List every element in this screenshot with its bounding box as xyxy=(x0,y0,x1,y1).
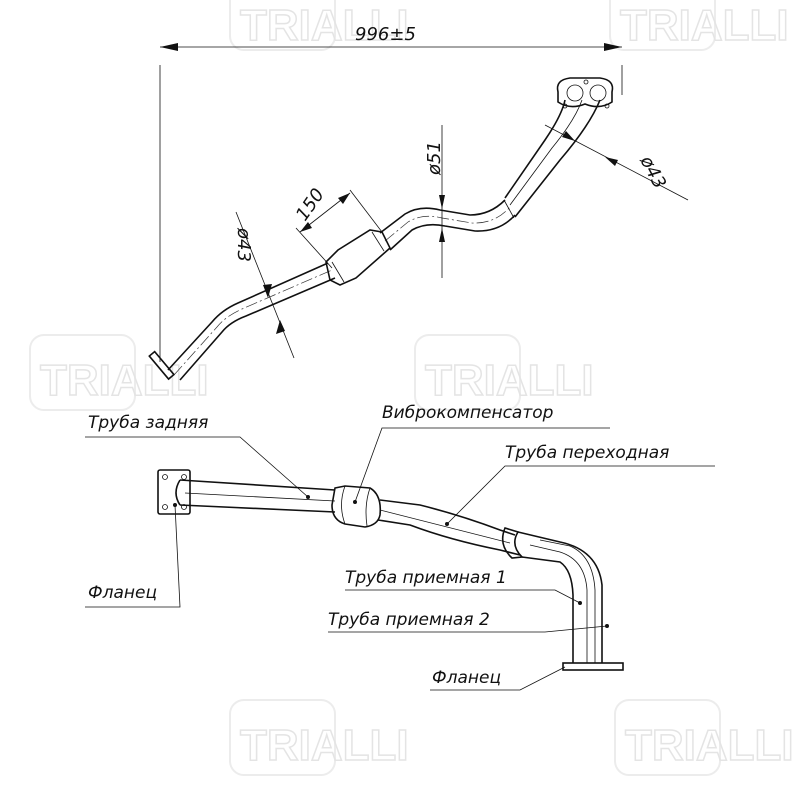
front-flange-top xyxy=(556,77,614,108)
watermark-logo: TRIALLI xyxy=(29,334,209,411)
label-intake-pipe-1: Труба приемная 1 xyxy=(345,568,507,588)
label-rear-flange: Фланец xyxy=(88,583,157,603)
rear-flange-top xyxy=(148,350,176,381)
mid-pipe-diameter-dimension: ø51 xyxy=(424,141,445,176)
label-transition-pipe: Труба переходная xyxy=(505,443,669,463)
svg-text:TRIALLI: TRIALLI xyxy=(425,356,594,405)
watermarks: TRIALLI TRIALLI TRIALLI TRIALLI TRIALLI … xyxy=(29,0,794,776)
watermark-logo: TRIALLI xyxy=(614,699,794,776)
svg-text:TRIALLI: TRIALLI xyxy=(620,1,789,50)
label-rear-pipe: Труба задняя xyxy=(88,413,208,433)
compensator xyxy=(331,485,382,528)
callouts: Труба задняя Виброкомпенсатор Труба пере… xyxy=(85,403,715,691)
svg-text:TRIALLI: TRIALLI xyxy=(240,721,409,770)
watermark-logo: TRIALLI xyxy=(229,0,409,51)
svg-text:TRIALLI: TRIALLI xyxy=(240,1,409,50)
rear-pipe-diameter-dimension: ø43 xyxy=(233,227,254,262)
watermark-logo: TRIALLI xyxy=(414,334,594,411)
rear-flange xyxy=(157,469,191,515)
isometric-view xyxy=(157,469,624,671)
compensator-length-dimension: 150 xyxy=(292,185,329,225)
top-view: 996±5 ø43 xyxy=(148,24,689,381)
svg-text:TRIALLI: TRIALLI xyxy=(40,356,209,405)
overall-length-dimension: 996±5 xyxy=(355,24,416,45)
front-flange xyxy=(562,662,624,671)
label-front-flange: Фланец xyxy=(432,668,501,688)
watermark-logo: TRIALLI xyxy=(609,0,789,51)
compensator-top xyxy=(325,229,391,286)
svg-text:TRIALLI: TRIALLI xyxy=(625,721,794,770)
label-intake-pipe-2: Труба приемная 2 xyxy=(328,610,490,630)
front-pipe-diameter-dimension: ø43 xyxy=(635,152,670,193)
label-compensator: Виброкомпенсатор xyxy=(382,403,554,423)
watermark-logo: TRIALLI xyxy=(229,699,409,776)
